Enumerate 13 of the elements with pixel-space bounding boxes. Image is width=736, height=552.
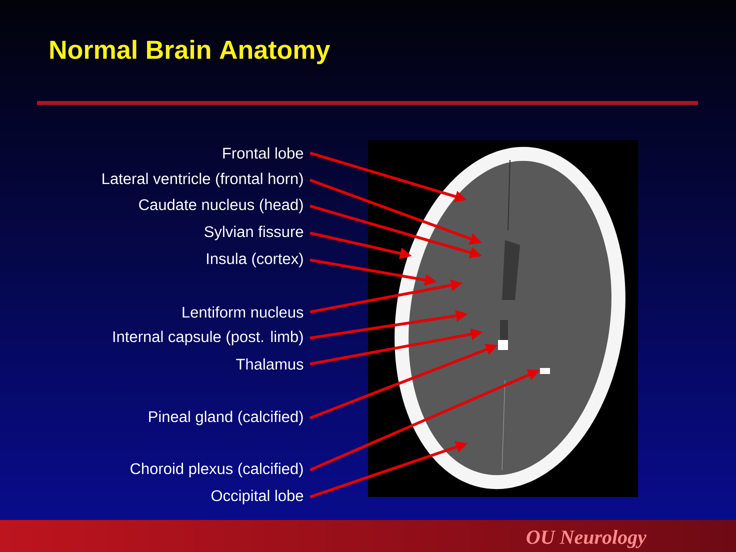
footer-text: OU Neurology — [526, 530, 647, 548]
anatomy-label: Lateral ventricle (frontal horn) — [102, 172, 303, 188]
slide-title: Normal Brain Anatomy — [50, 40, 330, 64]
anatomy-label: Insula (cortex) — [207, 252, 303, 268]
anatomy-label: Frontal lobe — [223, 147, 304, 159]
anatomy-label: Thalamus — [236, 358, 304, 370]
anatomy-label: Pineal gland (calcified) — [149, 410, 303, 426]
anatomy-label: Lentiform nucleus — [182, 306, 304, 318]
anatomy-label: Caudate nucleus (head) — [139, 198, 303, 214]
anatomy-label: Occipital lobe — [212, 490, 304, 504]
anatomy-label: Choroid plexus (calcified) — [130, 462, 303, 478]
anatomy-label: Sylvian fissure — [204, 226, 304, 240]
anatomy-label: Internal capsule (post. limb) — [113, 330, 303, 346]
